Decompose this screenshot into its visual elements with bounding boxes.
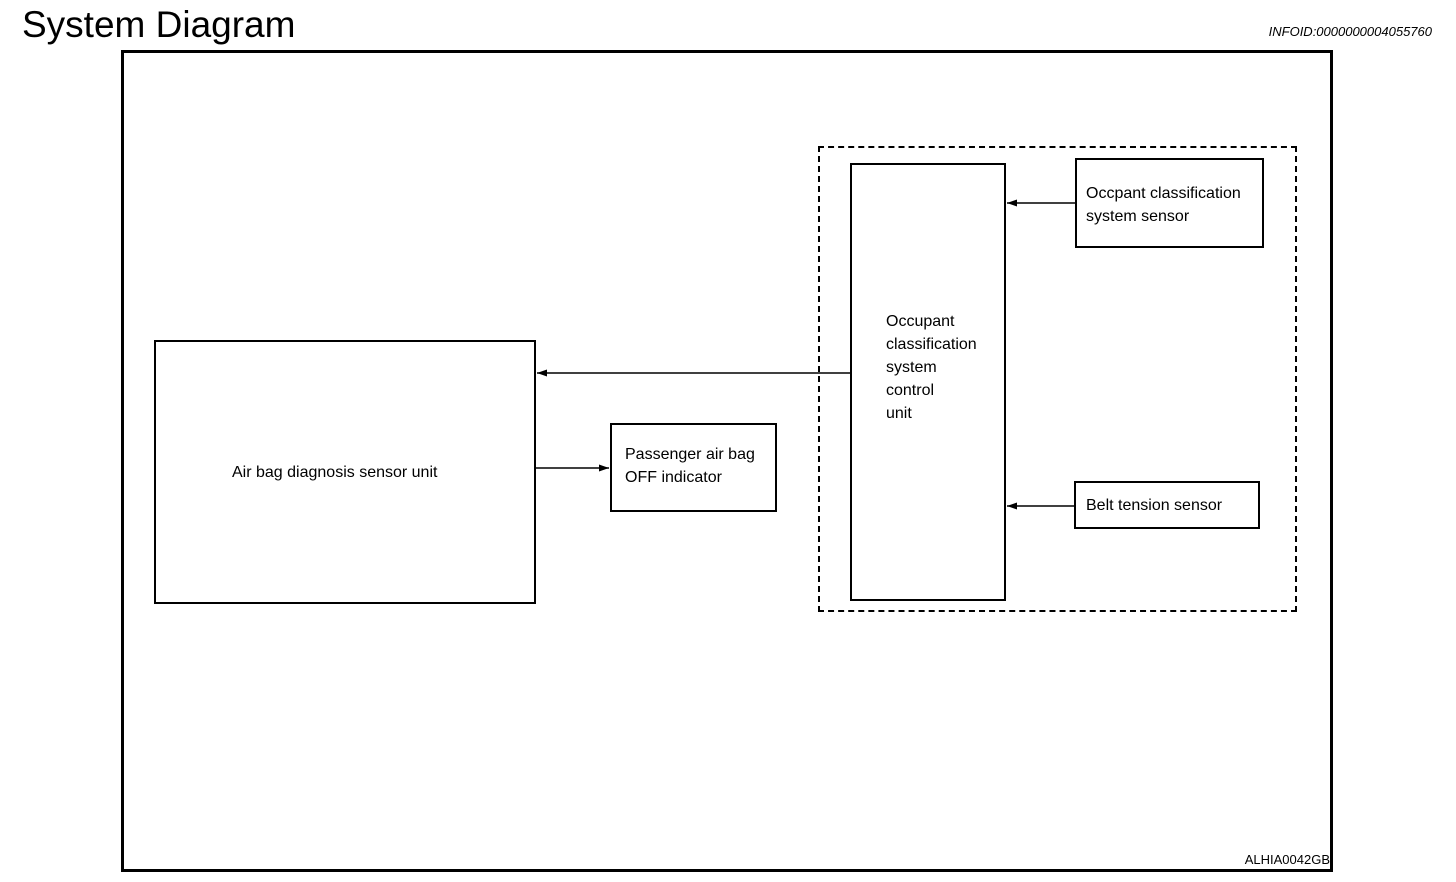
diagram-frame xyxy=(121,50,1333,872)
node-label-line: control xyxy=(886,382,935,399)
belt-tension-sensor-label: Belt tension sensor xyxy=(1086,494,1222,517)
node-label-line: Occpant classification xyxy=(1086,185,1241,202)
info-id: INFOID:0000000004055760 xyxy=(1268,24,1432,39)
passenger-airbag-off-indicator-label: Passenger air bag OFF indicator xyxy=(625,443,755,489)
belt-tension-sensor-box: Belt tension sensor xyxy=(1074,481,1260,529)
occupant-classification-sensor-label: Occpant classification system sensor xyxy=(1086,182,1241,228)
node-label-line: Air bag diagnosis sensor unit xyxy=(232,464,438,481)
node-label-line: classification xyxy=(886,336,977,353)
passenger-airbag-off-indicator-box: Passenger air bag OFF indicator xyxy=(610,423,777,512)
node-label-line: Occupant xyxy=(886,313,955,330)
airbag-diagnosis-sensor-unit-label: Air bag diagnosis sensor unit xyxy=(232,461,437,484)
occupant-classification-control-unit-label: Occupant classification system control u… xyxy=(886,310,977,425)
figure-code: ALHIA0042GB xyxy=(1244,852,1330,867)
occupant-classification-control-unit-box: Occupant classification system control u… xyxy=(850,163,1006,601)
airbag-diagnosis-sensor-unit-box: Air bag diagnosis sensor unit xyxy=(154,340,536,604)
node-label-line: unit xyxy=(886,405,912,422)
node-label-line: Belt tension sensor xyxy=(1086,497,1223,514)
node-label-line: system sensor xyxy=(1086,208,1190,225)
page-title: System Diagram xyxy=(22,4,296,45)
node-label-line: system xyxy=(886,359,937,376)
node-label-line: OFF indicator xyxy=(625,469,722,486)
occupant-classification-system-group xyxy=(818,146,1297,612)
occupant-classification-sensor-box: Occpant classification system sensor xyxy=(1075,158,1264,248)
node-label-line: Passenger air bag xyxy=(625,446,755,463)
